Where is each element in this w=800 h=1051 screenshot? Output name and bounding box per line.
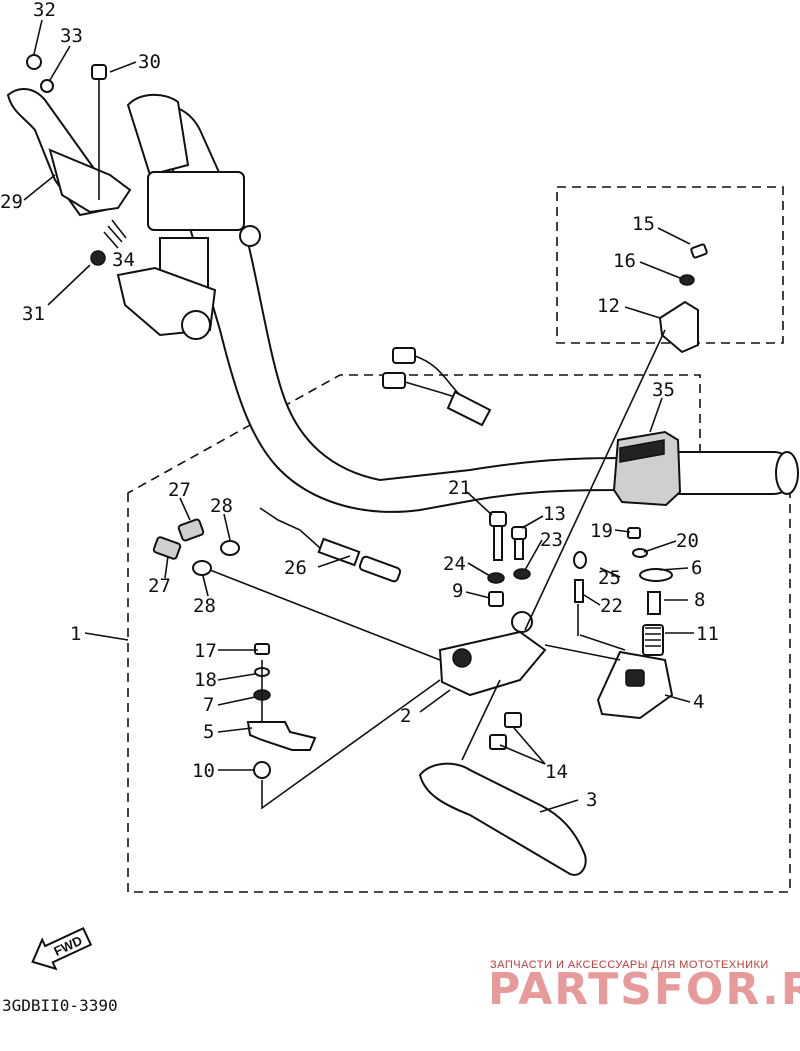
callout-12: 12 [597,295,620,317]
callout-16: 16 [613,250,636,272]
callout-10: 10 [192,760,215,782]
callout-15: 15 [632,213,655,235]
callout-26: 26 [284,557,307,579]
callout-30: 30 [138,51,161,73]
watermark-tagline: ЗАПЧАСТИ И АКСЕССУАРЫ ДЛЯ МОТОТЕХНИКИ [490,959,769,971]
callout-33: 33 [60,25,83,47]
callout-13: 13 [543,503,566,525]
callout-20: 20 [676,530,699,552]
callout-5: 5 [203,721,214,743]
callout-3: 3 [586,789,597,811]
callout-labels: 32 33 30 29 34 31 15 16 12 35 21 13 23 2… [0,0,719,811]
callout-27-upper: 27 [168,479,191,501]
callout-24: 24 [443,553,466,575]
callout-4: 4 [693,691,704,713]
callout-22: 22 [600,595,623,617]
callout-28-lower: 28 [193,595,216,617]
callout-19: 19 [590,520,613,542]
callout-1: 1 [70,623,81,645]
watermark-brand: PARTSFOR.RU [488,964,800,1015]
right-grip-switch [612,430,799,507]
watermark: ЗАПЧАСТИ И АКСЕССУАРЫ ДЛЯ МОТОТЕХНИКИ PA… [488,959,800,1015]
callout-31: 31 [22,303,45,325]
callout-21: 21 [448,477,471,499]
clutch-lever-assembly [6,54,132,266]
callout-28-upper: 28 [210,495,233,517]
callout-25: 25 [598,567,621,589]
callout-34: 34 [112,249,135,271]
fwd-arrow: FWD [31,926,93,971]
clamp-parts [246,643,441,810]
callout-27-lower: 27 [148,575,171,597]
lever-bracket-assembly [418,551,674,876]
callout-8: 8 [694,589,705,611]
callout-6: 6 [691,557,702,579]
wiring-connectors [382,347,492,427]
document-code: 3GDBII0-3390 [2,996,118,1015]
callout-29: 29 [0,191,23,213]
leader-lines [23,19,694,813]
callout-18: 18 [194,669,217,691]
callout-32: 32 [33,0,56,21]
callout-11: 11 [696,623,719,645]
fasteners [461,243,708,761]
cable-adjuster-parts [152,507,441,661]
handlebar [116,93,621,513]
callout-2: 2 [400,705,411,727]
callout-7: 7 [203,694,214,716]
callout-23: 23 [540,529,563,551]
callout-35: 35 [652,379,675,401]
callout-9: 9 [452,580,463,602]
callout-17: 17 [194,640,217,662]
callout-14: 14 [545,761,568,783]
